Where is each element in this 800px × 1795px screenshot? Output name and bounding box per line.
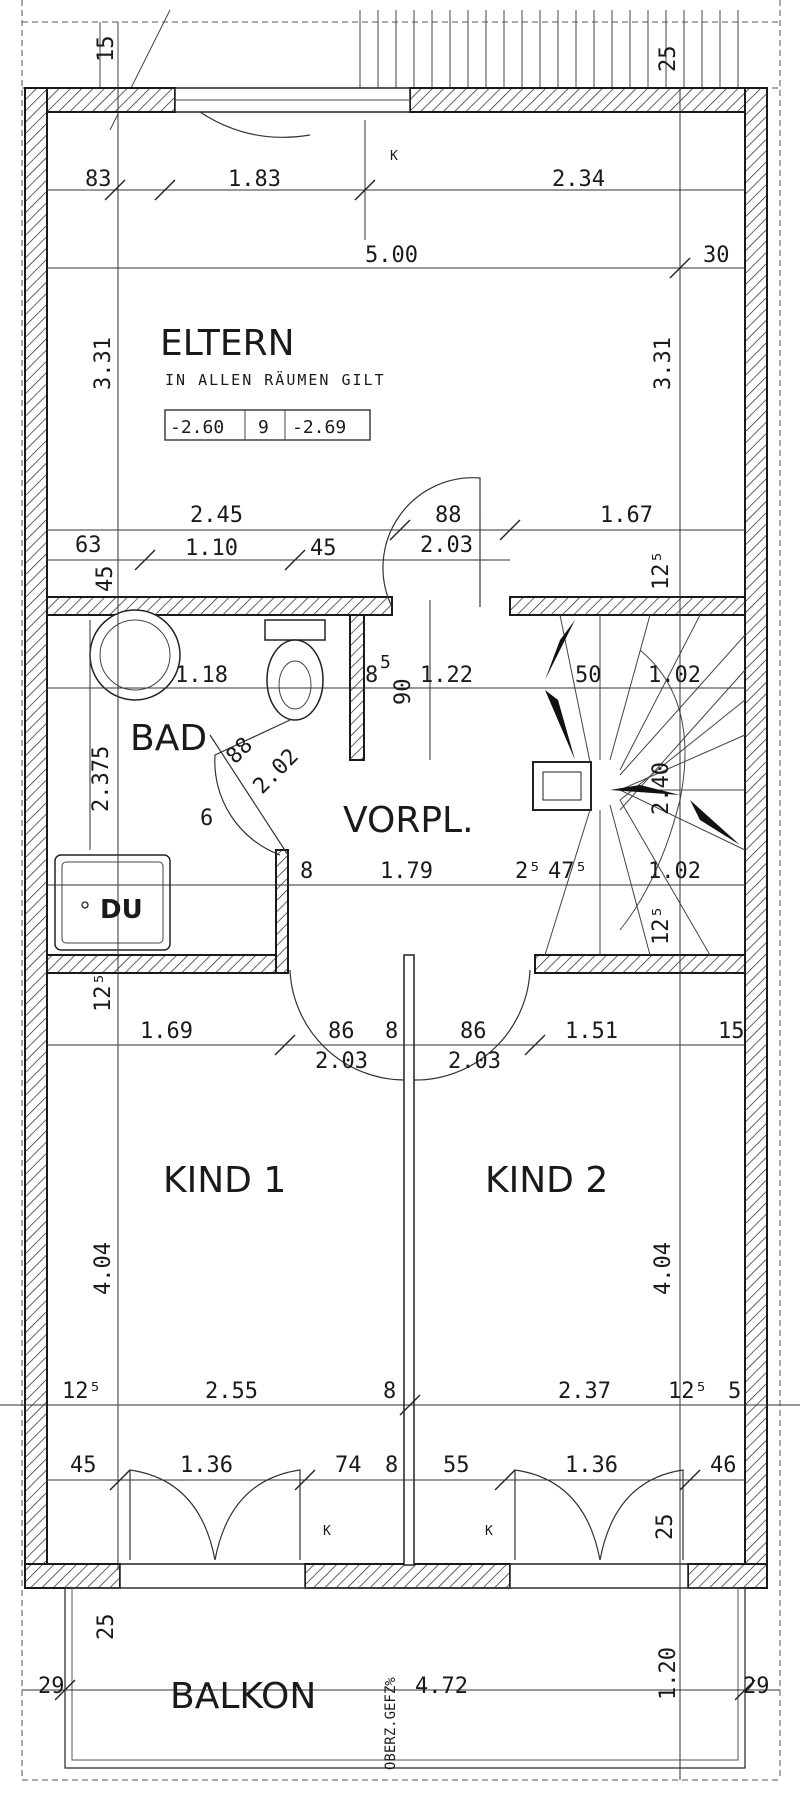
dim-102-a: 1.02: [648, 663, 701, 688]
dimension-lines: [0, 88, 800, 1780]
dim-125-bl: 12⁵: [62, 1379, 102, 1404]
dim-120: 1.20: [656, 1647, 681, 1700]
dim-29-b: 29: [743, 1674, 770, 1699]
dim-46: 46: [710, 1453, 737, 1478]
dim-472: 4.72: [415, 1674, 468, 1699]
note-oberz: OBERZ.GEFZ%: [383, 1677, 399, 1770]
dim-8-c: 8: [385, 1019, 398, 1044]
dim-45-a: 45: [310, 536, 337, 561]
dim-110: 1.10: [185, 536, 238, 561]
dim-30: 30: [703, 243, 730, 268]
dim-136-a: 1.36: [180, 1453, 233, 1478]
dim-74: 74: [335, 1453, 362, 1478]
room-label-eltern: ELTERN: [160, 323, 295, 364]
dim-86-a: 86: [328, 1019, 355, 1044]
dim-331-right: 3.31: [651, 337, 676, 390]
dim-50: 50: [575, 663, 602, 688]
dim-202: 2.02: [249, 744, 304, 799]
dim-15: 15: [718, 1019, 745, 1044]
interior-walls: [46, 596, 746, 1566]
dim-2375: 2.375: [89, 746, 114, 812]
room-label-kind2: KIND 2: [485, 1160, 608, 1201]
dim-167: 1.67: [600, 503, 653, 528]
note-k-top: K: [390, 149, 398, 164]
dim-331-left: 3.31: [91, 337, 116, 390]
toilet: [264, 619, 326, 641]
dim-86-b: 86: [460, 1019, 487, 1044]
top-window: [174, 87, 411, 138]
dim-245: 2.45: [190, 503, 243, 528]
dim-404-right: 4.04: [651, 1242, 676, 1295]
dim-151: 1.51: [565, 1019, 618, 1044]
dim-55: 55: [443, 1453, 470, 1478]
dim-2-5: 2⁵: [515, 859, 542, 884]
roof-rafters: [99, 9, 739, 131]
dim-136-b: 1.36: [565, 1453, 618, 1478]
dim-8-d: 8: [383, 1379, 396, 1404]
dim-122: 1.22: [420, 663, 473, 688]
dim-234: 2.34: [552, 167, 605, 192]
dim-88-bad: 88: [222, 733, 258, 769]
height-value-mid: 9: [258, 417, 269, 438]
dim-404-left: 4.04: [91, 1242, 116, 1295]
dim-top-15: 15: [94, 36, 119, 63]
dim-25-bal: 25: [94, 1614, 119, 1641]
height-value-a: -2.60: [170, 417, 224, 438]
room-label-vorpl: VORPL.: [343, 800, 474, 841]
dim-500: 5.00: [365, 243, 418, 268]
shower-tray: [54, 854, 171, 951]
note-k-kind2: K: [485, 1524, 493, 1539]
staircase: [544, 614, 746, 956]
dim-63: 63: [75, 533, 102, 558]
dim-5-bad: 5: [380, 652, 391, 673]
dim-8-e: 8: [385, 1453, 398, 1478]
dim-88-top: 88: [435, 503, 462, 528]
dim-47-5: 47⁵: [548, 859, 588, 884]
room-label-du: DU: [100, 895, 143, 925]
room-label-kind1: KIND 1: [163, 1160, 286, 1201]
dim-102-b: 1.02: [648, 859, 701, 884]
dim-8-b: 8: [300, 859, 313, 884]
height-value-b: -2.69: [292, 417, 346, 438]
height-box: [164, 409, 371, 441]
washbasin: [89, 609, 181, 701]
note-k-kind1: K: [323, 1524, 331, 1539]
dim-6: 6: [200, 806, 213, 831]
balcony: [64, 1587, 746, 1769]
room-label-balkon: BALKON: [170, 1676, 316, 1717]
dim-125-left: 12⁵: [91, 972, 116, 1012]
dim-83: 83: [85, 167, 112, 192]
dim-29-a: 29: [38, 1674, 65, 1699]
dim-240: 2.40: [649, 762, 674, 815]
note-all-rooms: IN ALLEN RÄUMEN GILT: [165, 370, 386, 389]
outer-walls: [24, 87, 768, 1589]
dim-45-c: 45: [70, 1453, 97, 1478]
dim-90: 90: [391, 679, 416, 706]
dim-125-br: 12⁵: [668, 1379, 708, 1404]
dim-top-25: 25: [656, 46, 681, 73]
bottom-windows: [119, 1469, 689, 1589]
doors: [209, 477, 531, 1081]
room-label-bad: BAD: [130, 718, 207, 759]
dim-203-a: 2.03: [315, 1049, 368, 1074]
dim-169: 1.69: [140, 1019, 193, 1044]
dim-179: 1.79: [380, 859, 433, 884]
dim-8-bad: 8: [365, 663, 378, 688]
dim-203-top: 2.03: [420, 533, 473, 558]
dim-237: 2.37: [558, 1379, 611, 1404]
dim-45-b: 45: [93, 566, 118, 593]
dim-125-stair-bot: 12⁵: [649, 905, 674, 945]
dim-183: 1.83: [228, 167, 281, 192]
dim-25-win: 25: [653, 1514, 678, 1541]
dim-255: 2.55: [205, 1379, 258, 1404]
dim-125-stair-top: 12⁵: [649, 550, 674, 590]
dim-118: 1.18: [175, 663, 228, 688]
dim-203-b: 2.03: [448, 1049, 501, 1074]
dim-5-br: 5: [728, 1379, 741, 1404]
